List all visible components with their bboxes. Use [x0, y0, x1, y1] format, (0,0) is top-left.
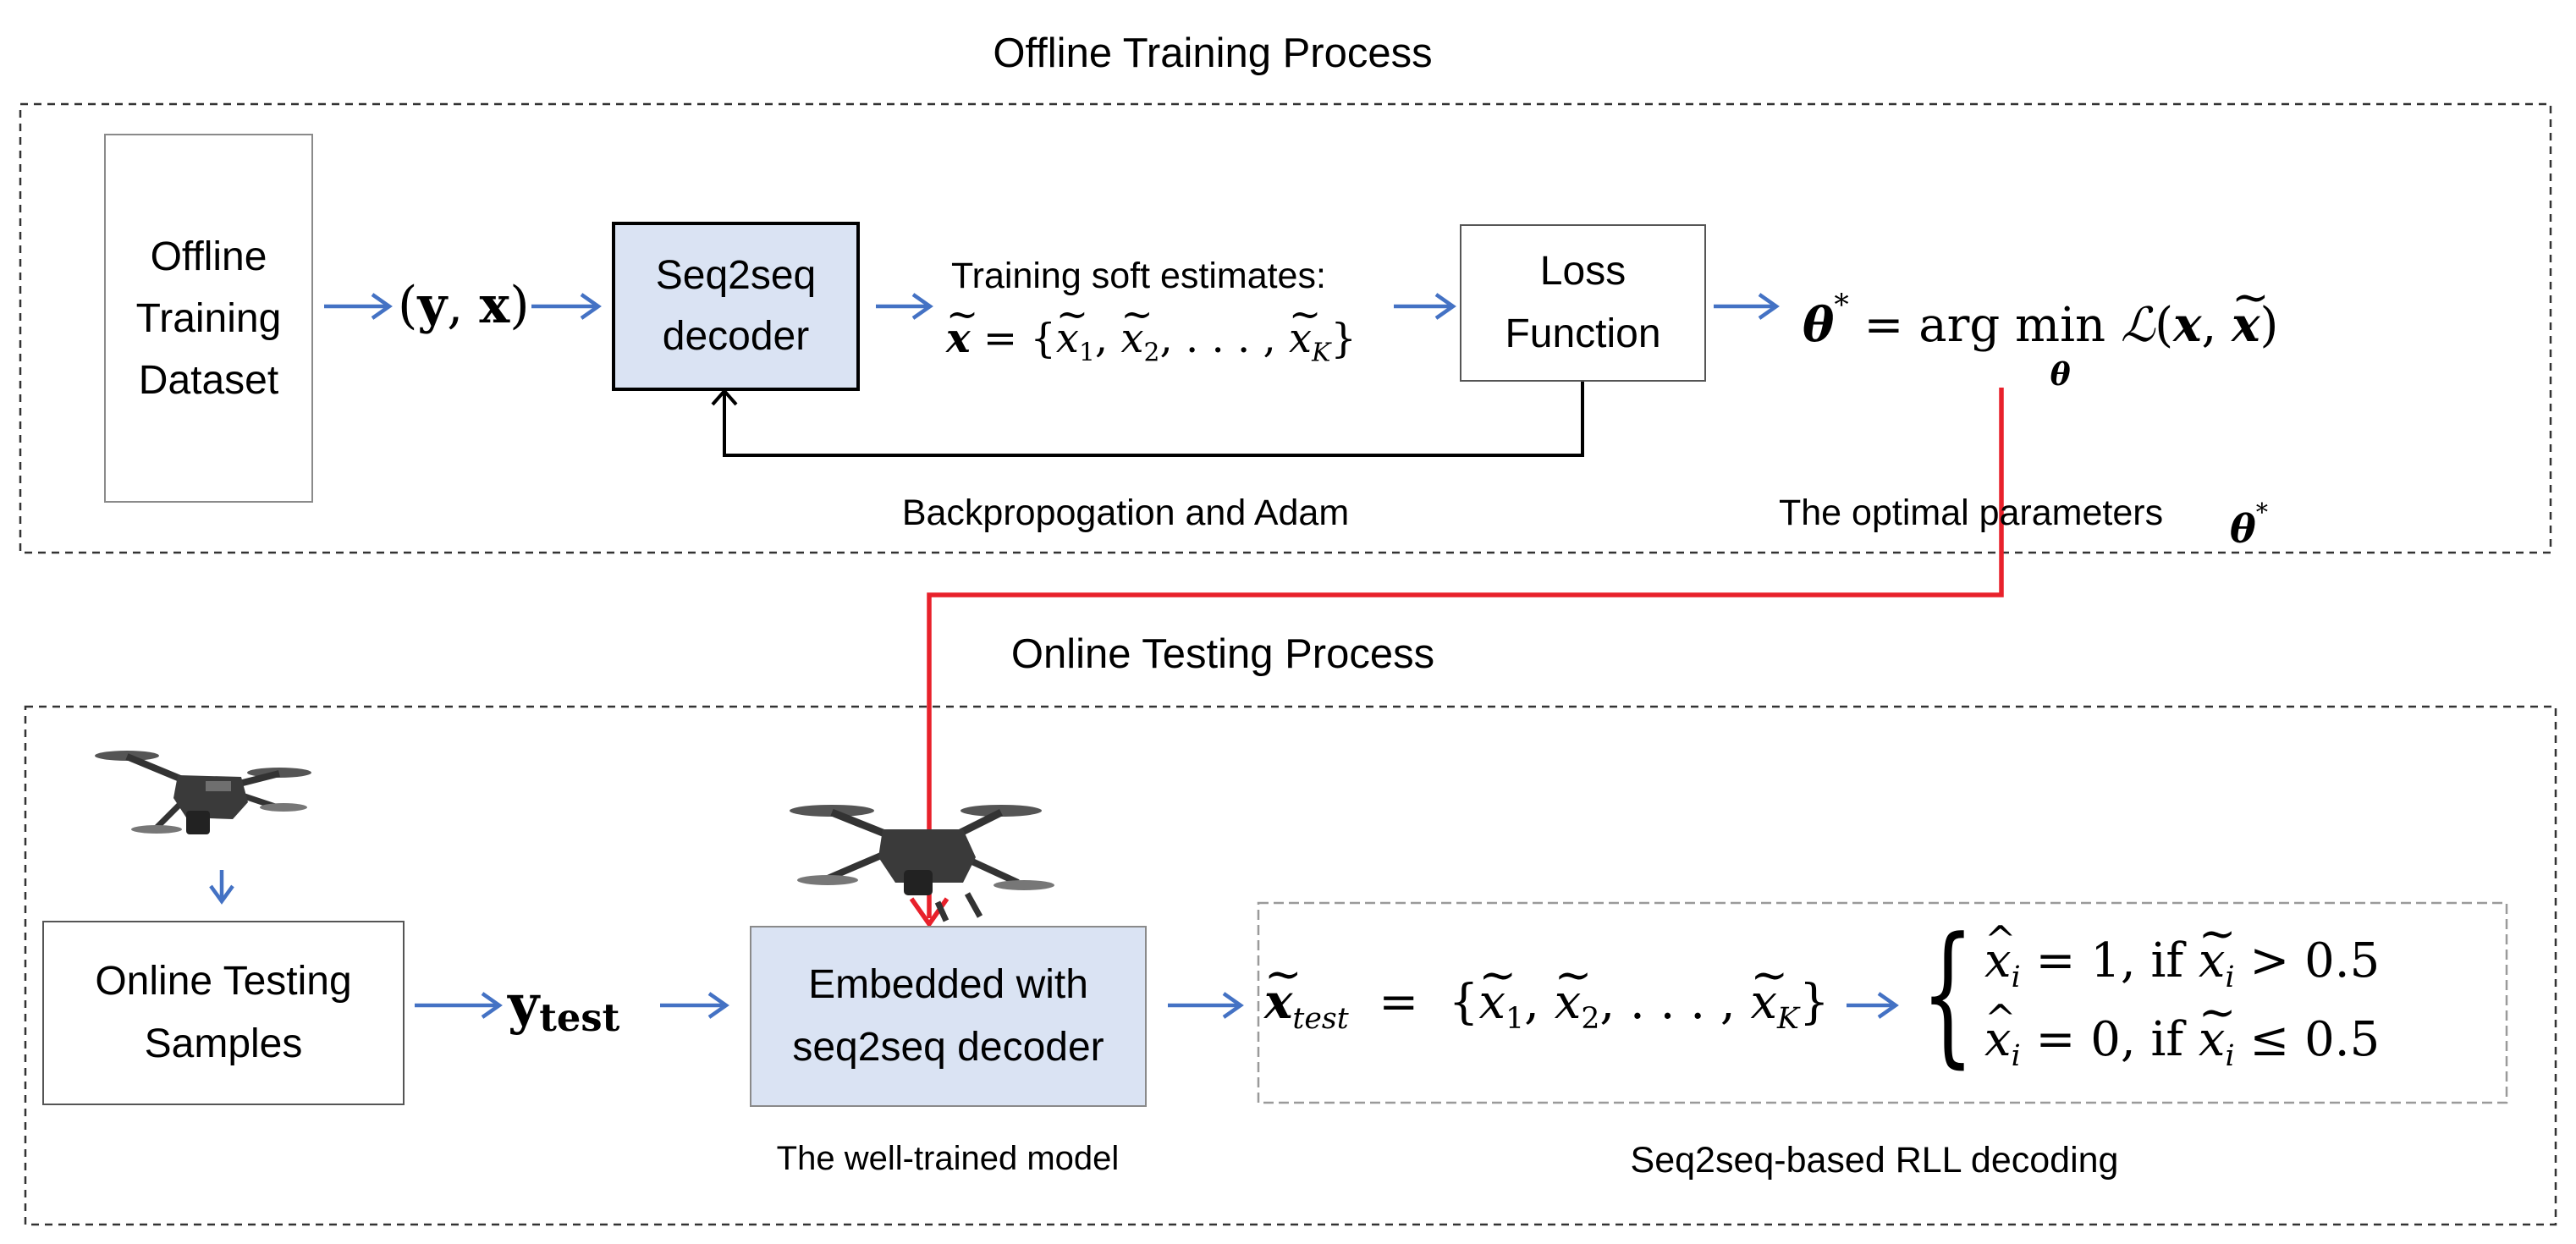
well-trained-label: The well-trained model — [776, 1140, 1120, 1177]
dataset-line-2: Training — [135, 295, 282, 341]
arrow-ytest-to-embedded — [660, 992, 729, 1019]
dataset-line-3: Dataset — [138, 357, 279, 403]
optimal-parameters-symbol: θ* — [2230, 498, 2268, 552]
embedded-decoder-box: Embedded with seq2seq decoder — [750, 926, 1147, 1107]
loss-line-1: Loss — [1539, 249, 1627, 294]
arrow-drone-to-samples — [209, 870, 234, 905]
arrow-samples-to-ytest — [415, 992, 503, 1019]
offline-dataset-box: Offline Training Dataset — [104, 134, 313, 503]
arrow-formula-to-cases — [1847, 992, 1899, 1019]
dataset-line-1: Offline — [150, 234, 267, 279]
arrow-loss-to-optimum — [1714, 293, 1780, 320]
samples-line-2: Samples — [144, 1021, 303, 1066]
arrow-dataset-to-pair — [324, 293, 393, 320]
decision-case-2: xi = 0, if xi ≤ 0.5 — [1984, 982, 2380, 1087]
online-title: Online Testing Process — [1010, 631, 1435, 677]
offline-frame — [19, 102, 2552, 554]
seq2seq-decoder-box: Seq2seq decoder — [612, 222, 860, 391]
arrow-decoder-to-estimates — [876, 293, 933, 320]
soft-estimates-formula: x = {x1, x2, . . . , xK} — [946, 289, 1357, 378]
loss-function-box: Loss Function — [1460, 224, 1706, 382]
online-samples-box: Online Testing Samples — [42, 921, 405, 1105]
arrow-estimates-to-loss — [1394, 293, 1456, 320]
decision-case-1: xi = 1, if xi > 0.5 — [1984, 903, 2380, 1008]
arrow-pair-to-decoder — [531, 293, 602, 320]
training-pair-yx: (y, x) — [398, 276, 530, 335]
arrow-embedded-to-formula — [1168, 992, 1244, 1019]
backprop-label: Backpropogation and Adam — [901, 493, 1350, 533]
cases-brace: { — [1921, 905, 1974, 1082]
drone-icon — [790, 805, 1054, 922]
loss-line-2: Function — [1505, 311, 1661, 356]
decoder-line-1: Seq2seq — [655, 253, 817, 298]
embedded-line-2: seq2seq decoder — [792, 1025, 1104, 1070]
rll-decoding-label: Seq2seq-based RLL decoding — [1630, 1140, 2119, 1181]
embedded-line-1: Embedded with — [808, 962, 1088, 1007]
samples-line-1: Online Testing — [95, 959, 352, 1004]
rll-formula-frame — [1257, 901, 2508, 1104]
decoder-line-2: decoder — [662, 314, 810, 359]
online-frame — [24, 705, 2557, 1226]
test-formula: xtest = {x1, x2, . . . , xK} — [1264, 944, 1830, 1049]
backprop-feedback-arrow — [711, 381, 1584, 457]
offline-title: Offline Training Process — [993, 30, 1433, 76]
optimal-parameters-label: The optimal parameters — [1779, 493, 2164, 533]
ytest-label: ytest — [508, 973, 620, 1040]
drone-icon — [95, 751, 311, 834]
